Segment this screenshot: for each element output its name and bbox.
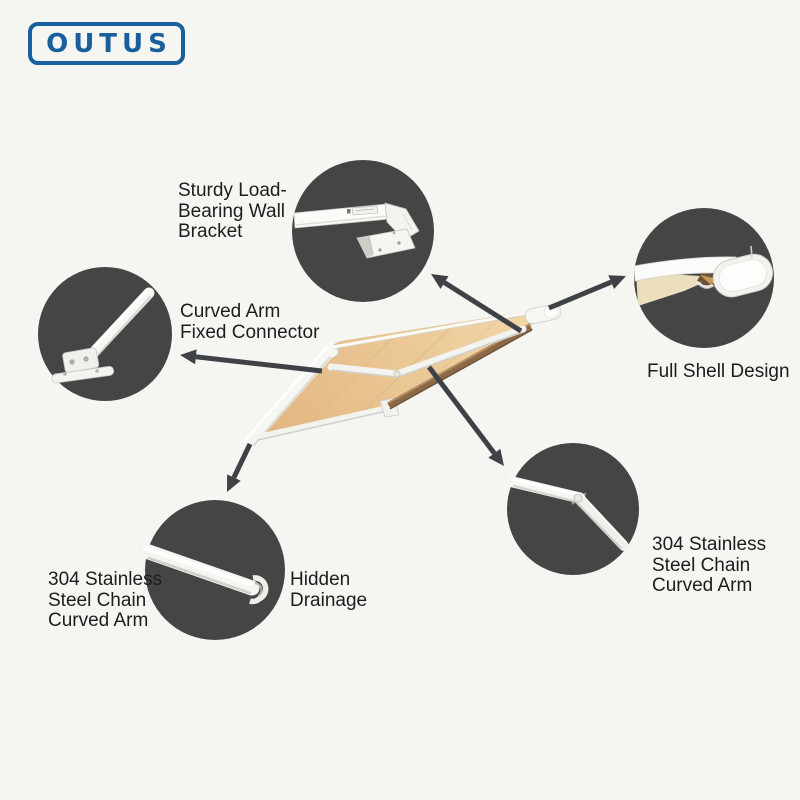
label-wall-bracket: Sturdy Load- Bearing Wall Bracket: [178, 180, 287, 242]
wall-bracket-icon: [293, 202, 420, 259]
full-shell-icon: [634, 245, 774, 306]
label-full-shell: Full Shell Design: [647, 361, 790, 382]
arm-connector-icon: [51, 287, 155, 384]
brand-logo: OUTUS: [28, 22, 185, 65]
label-fixed-connector: Curved Arm Fixed Connector: [180, 301, 320, 343]
arrow-to-chain-arm: [427, 365, 504, 466]
callout-circle-wall-bracket: [292, 160, 434, 302]
brand-name: OUTUS: [46, 28, 172, 59]
callout-circle-chain-arm: [507, 443, 639, 575]
awning-front-bar: [254, 404, 394, 440]
drainage-channel-icon: [138, 543, 269, 605]
awning-cassette-bar: [243, 343, 337, 448]
label-chain-arm-right: 304 Stainless Steel Chain Curved Arm: [652, 534, 767, 596]
arrow-to-hidden-drainage: [227, 442, 253, 492]
label-hidden-drainage: Hidden Drainage: [290, 569, 368, 611]
label-chain-arm-left: 304 Stainless Steel Chain Curved Arm: [48, 569, 163, 631]
arrow-to-fixed-connector: [180, 349, 323, 374]
callout-arrows: [180, 274, 626, 492]
arrow-to-wall-bracket: [431, 274, 523, 334]
arrow-to-full-shell: [548, 275, 626, 311]
awning-support-arm: [327, 363, 401, 378]
awning-image: [243, 303, 562, 448]
awning-cassette-profile: [387, 323, 533, 410]
curved-arm-elbow-icon: [507, 476, 629, 551]
